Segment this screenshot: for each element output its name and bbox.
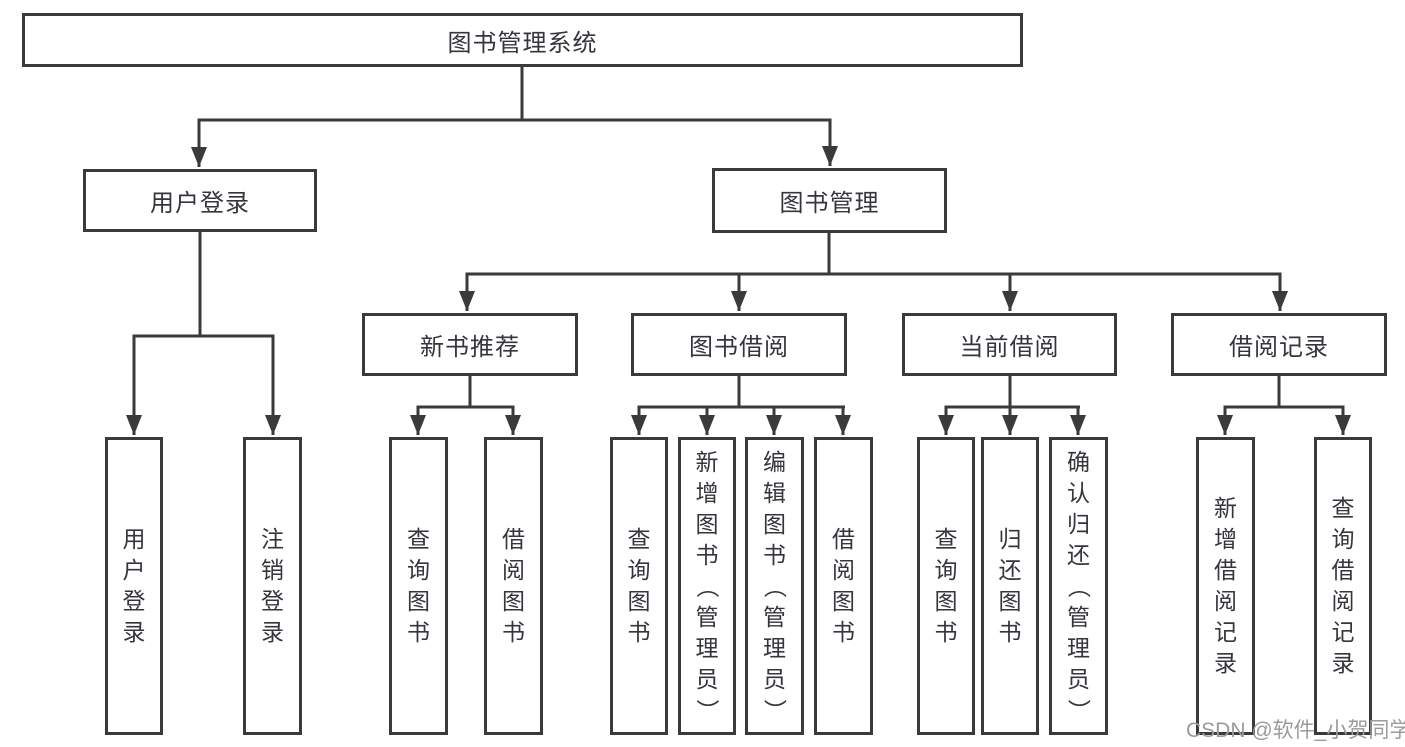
leaf-query-books-current: 查询图书: [917, 437, 975, 735]
leaf-add-books-admin: 新增图书（管理员）: [678, 437, 736, 735]
leaf-borrow-books: 借阅图书: [814, 437, 873, 735]
leaf-return-books: 归还图书: [981, 437, 1039, 735]
node-book-management: 图书管理: [712, 168, 947, 233]
leaf-query-borrow-record: 查询借阅记录: [1314, 437, 1372, 735]
leaf-query-books-borrow: 查询图书: [610, 437, 668, 735]
leaf-edit-books-admin: 编辑图书（管理员）: [745, 437, 804, 735]
node-borrowing-records: 借阅记录: [1171, 313, 1387, 376]
node-user-login: 用户登录: [83, 169, 317, 232]
leaf-logout-login: 注销登录: [243, 437, 302, 735]
node-new-book-recommendation: 新书推荐: [362, 313, 578, 376]
node-library-management-system: 图书管理系统: [22, 13, 1023, 67]
node-book-borrowing: 图书借阅: [631, 313, 847, 376]
node-current-borrowing: 当前借阅: [902, 313, 1117, 376]
csdn-watermark: CSDN @软件_小贺同学: [1186, 719, 1405, 742]
leaf-user-login: 用户登录: [105, 437, 163, 735]
leaf-query-books-recommend: 查询图书: [389, 437, 448, 735]
leaf-confirm-return-admin: 确认归还（管理员）: [1049, 437, 1108, 735]
leaf-add-borrow-record: 新增借阅记录: [1196, 437, 1255, 735]
leaf-borrow-books-recommend: 借阅图书: [484, 437, 543, 735]
